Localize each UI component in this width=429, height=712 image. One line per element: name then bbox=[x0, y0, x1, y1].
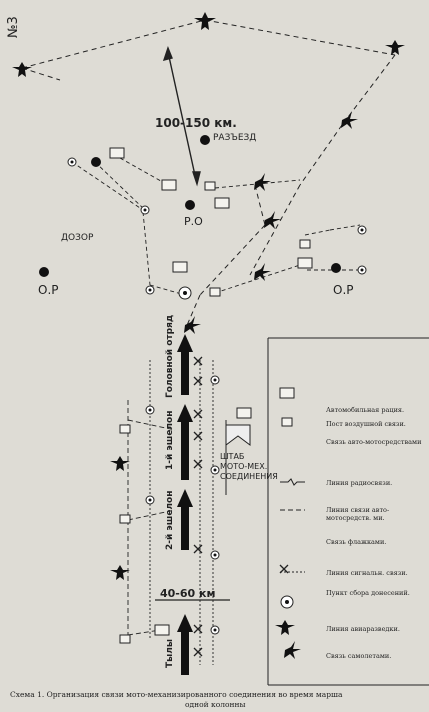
legend-item-radio-line: Линия радиосвязи. bbox=[326, 479, 393, 487]
legend-item-aviation-recon: Линия авиаразведки. bbox=[326, 625, 400, 633]
or-right-label: О.Р bbox=[333, 283, 354, 297]
dozor-label: ДОЗОР bbox=[61, 233, 94, 243]
legend-item-radio-car: Автомобильная рация. bbox=[326, 406, 405, 414]
golovnoy-label: Головной отряд bbox=[165, 314, 175, 398]
scheme-number: №3 bbox=[6, 16, 21, 38]
tyly-label: Тылы bbox=[165, 638, 175, 668]
caption-line-2: одной колонны bbox=[185, 700, 246, 709]
legend-item-signal-line: Линия сигнальн. связи. bbox=[326, 569, 408, 577]
legend-item-report-point: Пункт сбора донесений. bbox=[326, 589, 410, 597]
staff-label: ШТАБ МОТО-МЕХ. СОЕДИНЕНИЯ bbox=[220, 452, 278, 481]
echelon2-label: 2-й эшелон bbox=[165, 490, 175, 550]
legend-item-auto-moto-line: Линия связи авто-мотосредств. ми. bbox=[326, 506, 390, 522]
legend-item-flag-signal: Связь флажками. bbox=[326, 538, 387, 546]
caption-line-1: Схема 1. Организация связи мото-механизи… bbox=[10, 690, 343, 699]
legend-item-air-post: Пост воздушной связи. bbox=[326, 420, 406, 428]
echelon1-label: 1-й эшелон bbox=[165, 410, 175, 470]
razezd-label: РАЗЪЕЗД bbox=[213, 133, 257, 143]
or-left-label: О.Р bbox=[38, 283, 59, 297]
ro-label: Р.О bbox=[184, 215, 203, 228]
legend-item-aircraft-comm: Связь самолетами. bbox=[326, 652, 392, 660]
distance-bottom-label: 40-60 км bbox=[160, 587, 216, 600]
legend-item-moto-comm: Связь авто-мотосредствами bbox=[326, 438, 422, 446]
distance-top-label: 100-150 км. bbox=[155, 116, 237, 130]
